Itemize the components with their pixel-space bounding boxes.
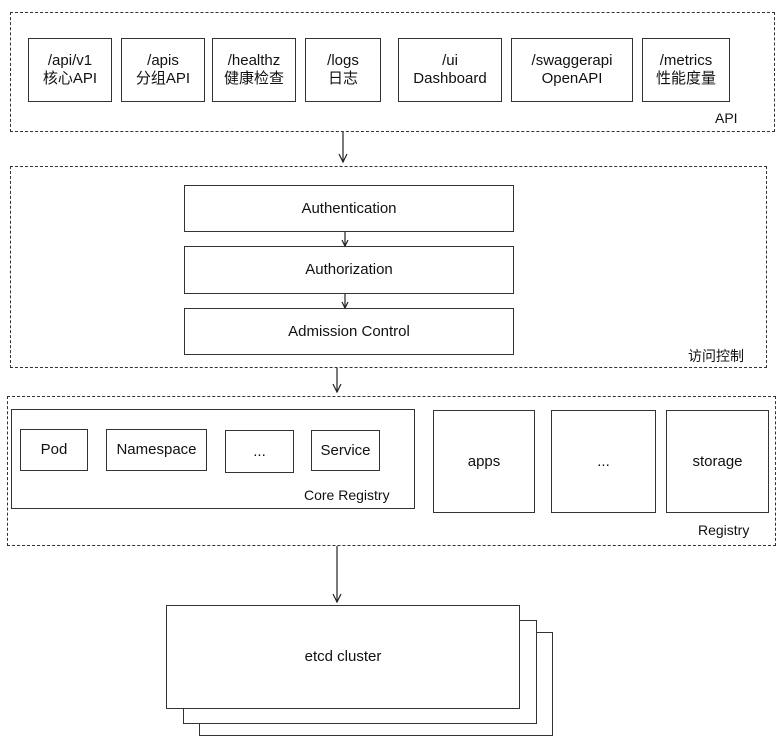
core-item-label: Namespace (116, 441, 197, 458)
endpoint-desc: 健康检查 (223, 70, 284, 87)
arrow-authz-to-admission-head (341, 301, 349, 310)
endpoint-path: /logs (327, 52, 359, 69)
endpoint-metrics: /metrics 性能度量 (642, 38, 730, 102)
group-storage: storage (666, 410, 769, 513)
endpoint-path: /metrics (659, 52, 713, 69)
endpoint-desc: 日志 (327, 70, 358, 87)
core-item-ellipsis: ... (225, 430, 294, 473)
core-item-namespace: Namespace (106, 429, 207, 471)
endpoint-path: /ui (442, 52, 458, 69)
endpoint-api-v1: /api/v1 核心API (28, 38, 112, 102)
arrow-registry-to-etcd-head (332, 593, 342, 604)
endpoint-logs: /logs 日志 (305, 38, 381, 102)
arrow-api-to-access-head (338, 153, 348, 164)
registry-group (7, 396, 776, 546)
admission-control-label: Admission Control (288, 322, 410, 340)
endpoint-desc: 性能度量 (655, 70, 716, 87)
group-apps: apps (433, 410, 535, 513)
core-item-service: Service (311, 430, 380, 471)
registry-label: Registry (698, 522, 750, 538)
group-label: storage (692, 452, 743, 470)
endpoint-ui: /ui Dashboard (398, 38, 502, 102)
endpoint-path: /apis (147, 52, 179, 69)
endpoint-desc: Dashboard (413, 70, 487, 87)
etcd-cluster: etcd cluster (166, 605, 520, 709)
group-label: apps (467, 452, 501, 470)
access-control-group (10, 166, 767, 368)
group-label: ... (597, 452, 610, 470)
core-item-label: Pod (40, 441, 68, 458)
api-group (10, 12, 775, 132)
access-control-label: 访问控制 (688, 348, 744, 364)
authorization-label: Authorization (305, 261, 393, 278)
endpoint-path: /healthz (227, 52, 281, 69)
endpoint-desc: 核心API (42, 70, 98, 87)
endpoint-healthz: /healthz 健康检查 (212, 38, 296, 102)
core-item-label: ... (253, 442, 266, 460)
authorization-step: Authorization (184, 246, 514, 294)
endpoint-desc: 分组API (135, 70, 191, 87)
endpoint-path: /api/v1 (47, 52, 93, 69)
core-registry (11, 409, 415, 509)
arrow-access-to-registry-head (332, 383, 342, 394)
endpoint-desc: OpenAPI (541, 70, 603, 87)
core-item-pod: Pod (20, 429, 88, 471)
admission-control-step: Admission Control (184, 308, 514, 355)
authentication-label: Authentication (301, 199, 397, 217)
etcd-cluster-label: etcd cluster (304, 648, 382, 665)
api-group-label: API (715, 110, 738, 126)
endpoint-path: /swaggerapi (531, 52, 613, 69)
authentication-step: Authentication (184, 185, 514, 232)
endpoint-swaggerapi: /swaggerapi OpenAPI (511, 38, 633, 102)
endpoint-apis: /apis 分组API (121, 38, 205, 102)
group-ellipsis: ... (551, 410, 656, 513)
arrow-authn-to-authz-head (341, 239, 349, 248)
core-registry-label: Core Registry (304, 487, 390, 503)
core-item-label: Service (320, 441, 371, 459)
